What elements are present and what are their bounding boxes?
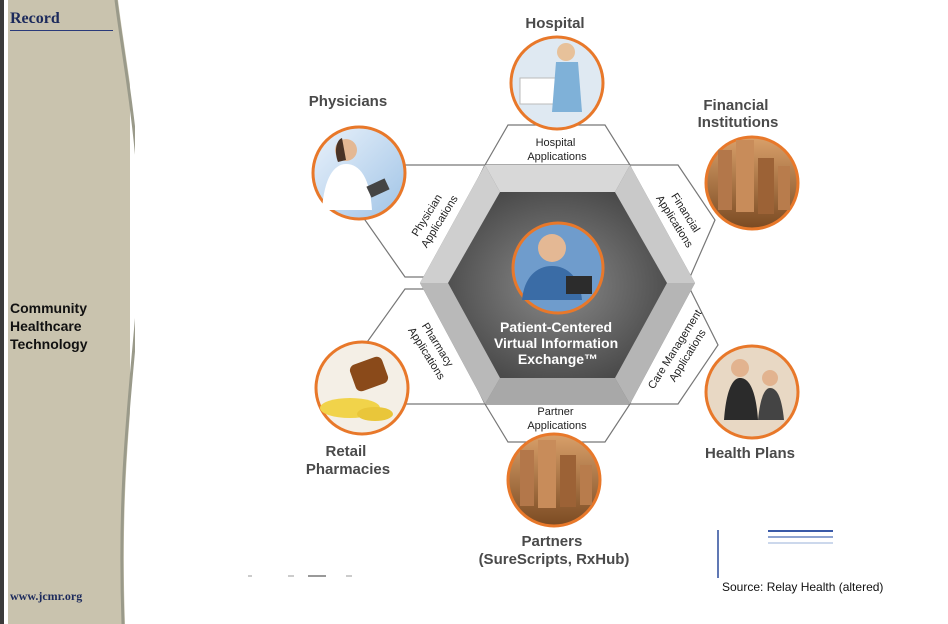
node-health-plans [704, 344, 800, 440]
organization-name: Community Healthcare Technology [10, 299, 88, 353]
organization-line: Community [10, 300, 87, 316]
node-hospital [509, 35, 605, 131]
health-plans-label: Health Plans [705, 445, 795, 462]
source-caption: Source: Relay Health (altered) [722, 580, 884, 594]
node-physicians [311, 125, 407, 221]
sidebar-title: . Record [10, 10, 60, 27]
physicians-label: Physicians [309, 93, 387, 110]
website-link[interactable]: www.jcmr.org [10, 589, 83, 603]
partners-label: Partners (SureScripts, RxHub) [479, 533, 630, 568]
partner-applications-label: Partner Applications [527, 406, 587, 432]
center-label: Patient-Centered Virtual Information Exc… [494, 319, 622, 367]
organization-line: Healthcare [10, 318, 82, 334]
financial-label: Financial Institutions [698, 97, 779, 131]
node-partners [506, 432, 602, 528]
pharmacies-label: Retail Pharmacies [306, 443, 390, 478]
sidebar: . Record Community Healthcare Technology… [0, 0, 135, 624]
sidebar-background [0, 0, 135, 624]
organization-line: Technology [10, 336, 88, 352]
hospital-label: Hospital [525, 15, 584, 32]
center-person-photo [511, 221, 605, 315]
sidebar-divider [10, 30, 113, 31]
footer-decoration [248, 528, 833, 578]
hospital-applications-label: Hospital Applications [527, 137, 587, 163]
node-financial [704, 135, 800, 231]
node-pharmacies [314, 340, 410, 436]
